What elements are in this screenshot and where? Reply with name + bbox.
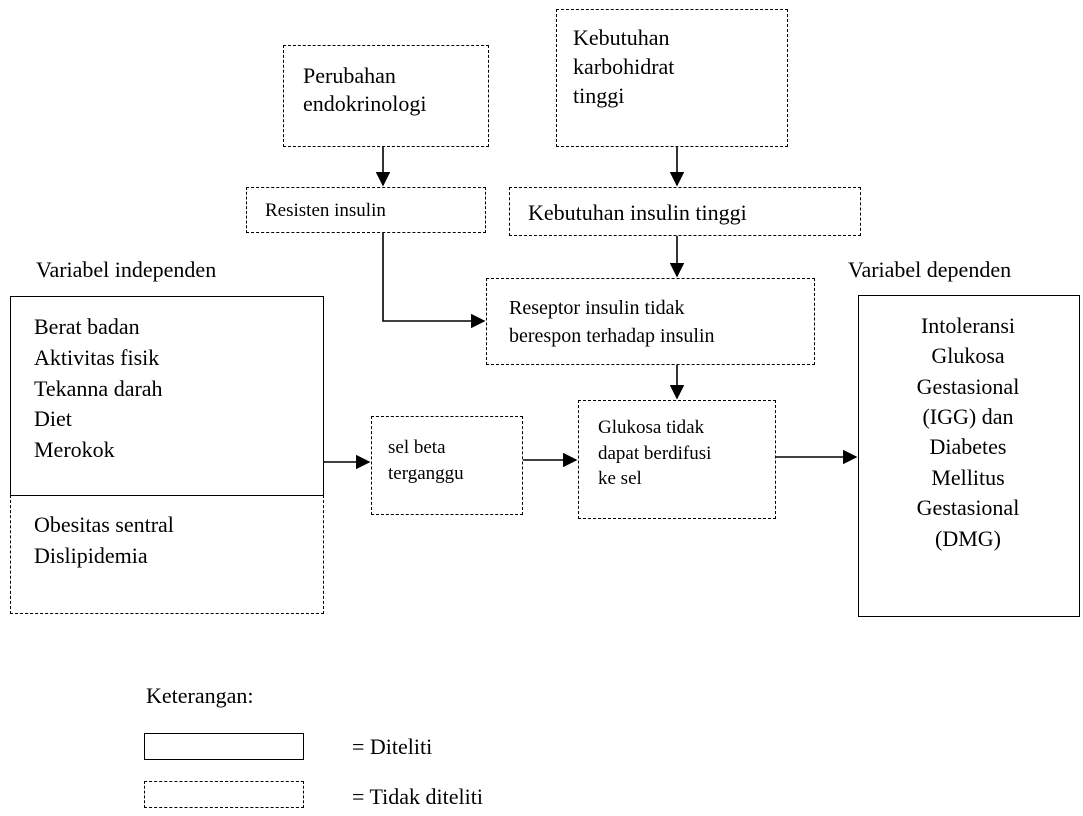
independent-variables-studied-text: Berat badan Aktivitas fisik Tekanna dara… (34, 314, 163, 463)
independent-variables-studied-box: Berat badan Aktivitas fisik Tekanna dara… (10, 296, 324, 496)
legend-dashed-label: = Tidak diteliti (352, 784, 483, 809)
sel-beta-terganggu-box: sel beta terganggu (371, 416, 523, 515)
perubahan-endokrinologi-text: Perubahan endokrinologi (303, 63, 427, 116)
sel-beta-terganggu-text: sel beta terganggu (388, 437, 464, 484)
kebutuhan-karbohidrat-box: Kebutuhan karbohidrat tinggi (556, 9, 788, 147)
legend-solid-label: = Diteliti (352, 734, 433, 759)
legend-title: Keterangan: (146, 683, 254, 708)
dependent-variable-text: Intoleransi Glukosa Gestasional (IGG) da… (916, 313, 1020, 551)
kebutuhan-karbohidrat-text: Kebutuhan karbohidrat tinggi (573, 25, 675, 109)
resisten-insulin-box: Resisten insulin (246, 187, 486, 233)
legend-dashed-sample (144, 781, 304, 808)
reseptor-insulin-text: Reseptor insulin tidak berespon terhadap… (509, 297, 715, 347)
perubahan-endokrinologi-box: Perubahan endokrinologi (283, 45, 489, 147)
independent-variables-not-studied-text: Obesitas sentral Dislipidemia (34, 512, 174, 568)
arrow-resisten-to-reseptor (382, 233, 486, 329)
kebutuhan-insulin-tinggi-text: Kebutuhan insulin tinggi (528, 200, 747, 225)
legend-solid-sample (144, 733, 304, 760)
glukosa-tidak-berdifusi-text: Glukosa tidak dapat berdifusi ke sel (598, 417, 712, 490)
kebutuhan-insulin-tinggi-box: Kebutuhan insulin tinggi (509, 187, 861, 236)
dependent-variable-label: Variabel dependen (848, 257, 1012, 282)
independent-variables-not-studied-box: Obesitas sentral Dislipidemia (10, 495, 324, 614)
reseptor-insulin-box: Reseptor insulin tidak berespon terhadap… (486, 278, 815, 365)
independent-variable-label: Variabel independen (36, 257, 217, 282)
glukosa-tidak-berdifusi-box: Glukosa tidak dapat berdifusi ke sel (578, 400, 776, 519)
resisten-insulin-text: Resisten insulin (265, 200, 386, 221)
dependent-variable-box: Intoleransi Glukosa Gestasional (IGG) da… (858, 295, 1080, 617)
